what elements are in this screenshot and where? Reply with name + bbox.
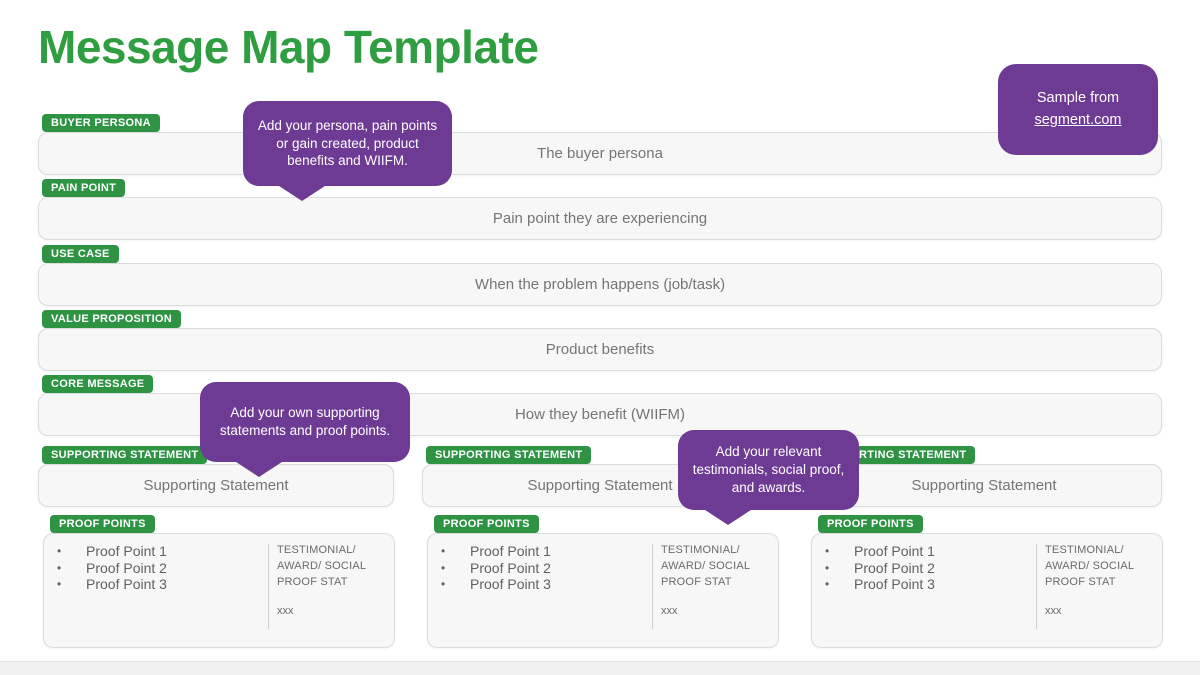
bullet-icon: • [441,544,446,558]
supporting-statement-box-3: Supporting Statement [806,464,1162,507]
proof-points-box-1: • Proof Point 1 • Proof Point 2 • Proof Poi… [43,533,395,648]
badge-proof-points-3: PROOF POINTS [818,515,923,533]
supporting-statement-text-3: Supporting Statement [911,477,1057,494]
proof-point-text: Proof Point 2 [86,559,167,576]
callout-supporting-tip-text: Add your own supporting statements and p… [219,405,391,438]
callout-testimonials-tip-text: Add your relevant testimonials, social p… [692,444,845,495]
proof-point-text: Proof Point 3 [854,576,935,592]
page-title: Message Map Template [38,21,539,73]
callout-persona-tip: Add your persona, pain points or gain cr… [243,101,452,201]
testimonial-placeholder: xxx [661,604,678,617]
badge-supporting-statement-1: SUPPORTING STATEMENT [42,446,208,464]
badge-core-message: CORE MESSAGE [42,375,154,393]
row-pain-point-text: Pain point they are experiencing [492,210,708,227]
row-buyer-persona: The buyer persona [38,132,1162,175]
proof-point-text: Proof Point 3 [470,576,551,592]
bullet-icon: • [57,560,62,575]
bullet-icon: • [441,577,446,591]
supporting-statement-text-2: Supporting Statement [527,477,673,494]
proof-point-item: • Proof Point 3 [57,576,394,593]
testimonial-label: TESTIMONIAL/ AWARD/ SOCIAL PROOF STAT [1045,544,1134,588]
proof-point-text: Proof Point 2 [854,559,935,576]
proof-points-box-3: • Proof Point 1 • Proof Point 2 • Proof Poi… [811,533,1163,648]
proof-point-item: • Proof Point 2 [441,560,778,577]
divider [268,544,269,629]
row-buyer-persona-text: The buyer persona [537,145,663,162]
proof-point-text: Proof Point 3 [86,576,167,592]
proof-points-list-1: • Proof Point 1 • Proof Point 2 • Proof Poi… [44,543,394,593]
testimonial-block-1: TESTIMONIAL/ AWARD/ SOCIAL PROOF STAT xx… [277,543,381,617]
testimonial-block-3: TESTIMONIAL/ AWARD/ SOCIAL PROOF STAT xx… [1045,543,1149,617]
badge-proof-points-2: PROOF POINTS [434,515,539,533]
sample-note-text: Sample from [1036,89,1120,106]
callout-persona-tip-text: Add your persona, pain points or gain cr… [257,117,438,169]
bullet-icon: • [825,577,830,591]
badge-pain-point: PAIN POINT [42,179,126,197]
proof-point-text: Proof Point 1 [470,543,551,559]
divider [1036,544,1037,629]
divider [652,544,653,629]
proof-point-item: • Proof Point 1 [57,543,394,560]
proof-points-list-3: • Proof Point 1 • Proof Point 2 • Proof Poi… [812,543,1162,593]
badge-use-case: USE CASE [42,245,119,263]
proof-point-text: Proof Point 1 [854,543,935,559]
bullet-icon: • [825,544,830,558]
supporting-statement-box-1: Supporting Statement [38,464,394,507]
bottom-strip [0,661,1200,675]
testimonial-placeholder: xxx [277,604,294,617]
proof-point-item: • Proof Point 2 [57,560,394,577]
proof-point-item: • Proof Point 2 [825,560,1162,577]
proof-point-item: • Proof Point 3 [441,576,778,593]
sample-note: Sample from segment.com [998,64,1158,155]
callout-supporting-tip: Add your own supporting statements and p… [200,382,410,477]
proof-point-item: • Proof Point 3 [825,576,1162,593]
supporting-statement-text-1: Supporting Statement [143,477,289,494]
row-pain-point: Pain point they are experiencing [38,197,1162,240]
bullet-icon: • [441,560,446,575]
row-value-proposition: Product benefits [38,328,1162,371]
bullet-icon: • [825,560,830,575]
testimonial-label: TESTIMONIAL/ AWARD/ SOCIAL PROOF STAT [277,544,366,588]
proof-point-item: • Proof Point 1 [825,543,1162,560]
proof-point-item: • Proof Point 1 [441,543,778,560]
testimonial-placeholder: xxx [1045,604,1062,617]
proof-point-text: Proof Point 1 [86,543,167,559]
row-use-case-text: When the problem happens (job/task) [474,276,726,293]
sample-note-link[interactable]: segment.com [1034,111,1122,128]
row-core-message-text: How they benefit (WIIFM) [514,406,686,423]
testimonial-label: TESTIMONIAL/ AWARD/ SOCIAL PROOF STAT [661,544,750,588]
badge-buyer-persona: BUYER PERSONA [42,114,160,132]
badge-proof-points-1: PROOF POINTS [50,515,155,533]
row-use-case: When the problem happens (job/task) [38,263,1162,306]
proof-point-text: Proof Point 2 [470,559,551,576]
callout-testimonials-tip: Add your relevant testimonials, social p… [678,430,859,525]
proof-points-box-2: • Proof Point 1 • Proof Point 2 • Proof Poi… [427,533,779,648]
proof-points-list-2: • Proof Point 1 • Proof Point 2 • Proof Poi… [428,543,778,593]
bullet-icon: • [57,544,62,558]
badge-value-proposition: VALUE PROPOSITION [42,310,182,328]
badge-supporting-statement-2: SUPPORTING STATEMENT [426,446,592,464]
row-value-proposition-text: Product benefits [545,341,655,358]
bullet-icon: • [57,577,62,591]
testimonial-block-2: TESTIMONIAL/ AWARD/ SOCIAL PROOF STAT xx… [661,543,765,617]
